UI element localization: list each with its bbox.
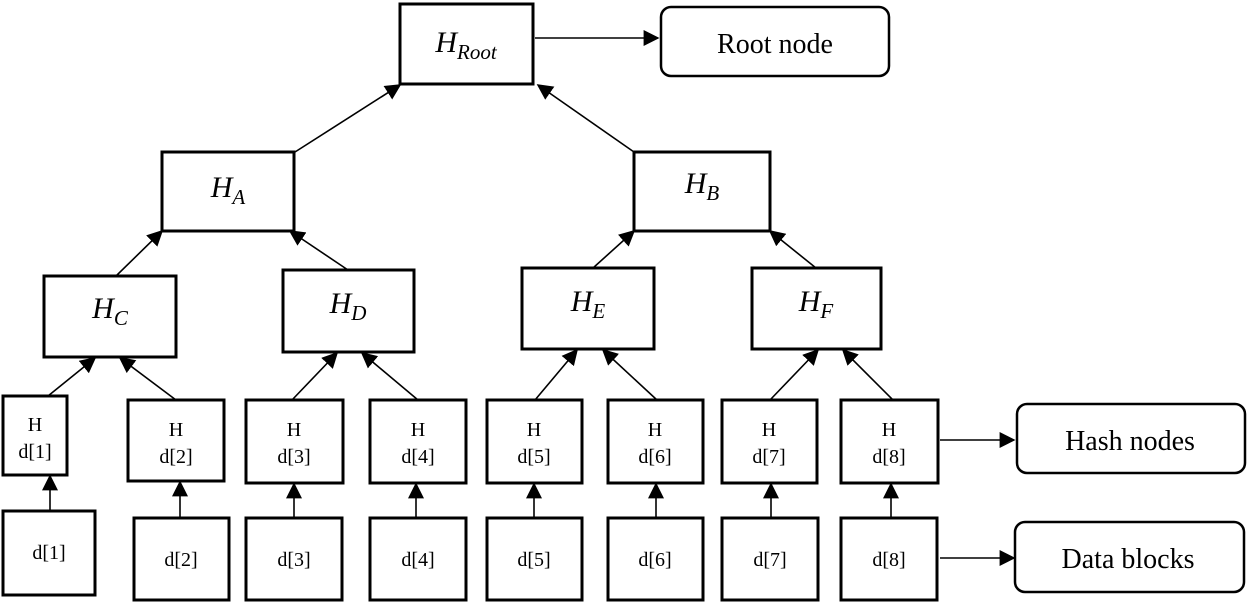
data-block-3: d[3] xyxy=(244,516,344,602)
node-f: HF xyxy=(750,266,883,351)
svg-text:HF: HF xyxy=(798,285,834,323)
hash-node-8-line1: H xyxy=(882,419,896,441)
svg-text:HD: HD xyxy=(329,287,367,325)
data-block-4-label: d[4] xyxy=(401,549,434,571)
data-block-5: d[5] xyxy=(485,516,584,602)
callout-hash-nodes: Hash nodes xyxy=(1015,402,1247,475)
data-block-7: d[7] xyxy=(720,516,820,602)
hash-node-3: H d[3] xyxy=(244,398,345,485)
edge-h5-to-e xyxy=(534,348,579,401)
data-block-8: d[8] xyxy=(839,516,939,602)
edge-h2-to-c xyxy=(118,357,177,401)
edge-a-to-root xyxy=(294,84,402,153)
node-b-main: H xyxy=(684,167,709,200)
hash-node-5: H d[5] xyxy=(485,398,584,485)
edge-c-to-a xyxy=(115,229,164,277)
hash-node-7-line1: H xyxy=(762,419,776,441)
data-block-6-label: d[6] xyxy=(638,549,671,571)
svg-text:HRoot: HRoot xyxy=(434,26,497,64)
node-e: HE xyxy=(520,266,656,351)
callout-data-blocks: Data blocks xyxy=(1013,520,1246,594)
node-b-sub: B xyxy=(706,181,719,205)
node-d: HD xyxy=(281,268,416,354)
hash-node-7-line2: d[7] xyxy=(752,446,785,468)
hash-node-5-line2: d[5] xyxy=(517,446,550,468)
hash-node-4: H d[4] xyxy=(368,398,468,485)
hash-node-4-line2: d[4] xyxy=(401,446,434,468)
hash-node-7: H d[7] xyxy=(720,398,819,485)
svg-text:HB: HB xyxy=(684,167,720,205)
node-e-sub: E xyxy=(591,299,605,323)
node-a-sub: A xyxy=(230,185,245,209)
edge-h8-to-f xyxy=(841,348,894,401)
node-c-main: H xyxy=(91,292,116,325)
edge-b-to-root xyxy=(536,84,635,153)
callout-data-blocks-label: Data blocks xyxy=(1062,544,1195,575)
data-block-2-label: d[2] xyxy=(164,549,197,571)
node-f-main: H xyxy=(798,285,823,318)
callout-hash-nodes-label: Hash nodes xyxy=(1065,426,1195,457)
node-d-sub: D xyxy=(350,301,366,325)
data-block-3-label: d[3] xyxy=(277,549,310,571)
hash-node-2-line1: H xyxy=(169,419,183,441)
edge-h4-to-d xyxy=(360,351,419,401)
data-block-8-label: d[8] xyxy=(872,549,905,571)
data-block-4: d[4] xyxy=(368,516,468,602)
edge-h1-to-c xyxy=(47,356,97,397)
data-block-5-label: d[5] xyxy=(517,549,550,571)
node-a-main: H xyxy=(210,171,235,204)
edge-d-to-a xyxy=(288,230,349,271)
hash-node-3-line1: H xyxy=(287,419,301,441)
node-root: HRoot xyxy=(398,2,535,86)
data-block-2: d[2] xyxy=(132,516,231,602)
node-e-main: H xyxy=(570,285,595,318)
svg-text:HC: HC xyxy=(91,292,129,330)
hash-node-8: H d[8] xyxy=(839,398,940,485)
node-d-main: H xyxy=(329,287,354,320)
node-c-sub: C xyxy=(114,306,129,330)
callout-root-node-label: Root node xyxy=(717,29,833,60)
hash-node-4-line1: H xyxy=(411,419,425,441)
data-block-1-label: d[1] xyxy=(32,542,65,564)
hash-node-2: H d[2] xyxy=(126,398,226,483)
node-f-sub: F xyxy=(819,299,833,323)
svg-text:HA: HA xyxy=(210,171,246,209)
hash-node-8-line2: d[8] xyxy=(872,446,905,468)
hash-node-1: H d[1] xyxy=(1,394,69,477)
node-c: HC xyxy=(42,274,178,359)
hash-node-3-line2: d[3] xyxy=(277,446,310,468)
hash-node-2-line2: d[2] xyxy=(159,446,192,468)
data-block-7-label: d[7] xyxy=(753,549,786,571)
hash-node-1-line1: H xyxy=(28,414,42,436)
hash-node-6-line1: H xyxy=(648,419,662,441)
hash-node-1-line2: d[1] xyxy=(18,441,51,463)
edge-h3-to-d xyxy=(291,351,339,401)
edge-h7-to-f xyxy=(769,348,820,401)
edge-e-to-b xyxy=(592,229,636,269)
svg-text:HE: HE xyxy=(570,285,606,323)
node-b: HB xyxy=(632,150,772,233)
data-block-6: d[6] xyxy=(606,516,705,602)
edges xyxy=(42,30,1016,566)
node-root-sub: Root xyxy=(456,40,498,64)
data-block-1: d[1] xyxy=(1,509,97,597)
callout-root-node: Root node xyxy=(659,5,891,78)
node-a: HA xyxy=(160,150,296,233)
hash-node-6: H d[6] xyxy=(606,398,705,485)
hash-node-5-line1: H xyxy=(527,419,541,441)
node-root-main: H xyxy=(434,26,459,59)
hash-node-6-line2: d[6] xyxy=(638,446,671,468)
edge-h6-to-e xyxy=(601,348,658,401)
edge-f-to-b xyxy=(768,229,817,269)
